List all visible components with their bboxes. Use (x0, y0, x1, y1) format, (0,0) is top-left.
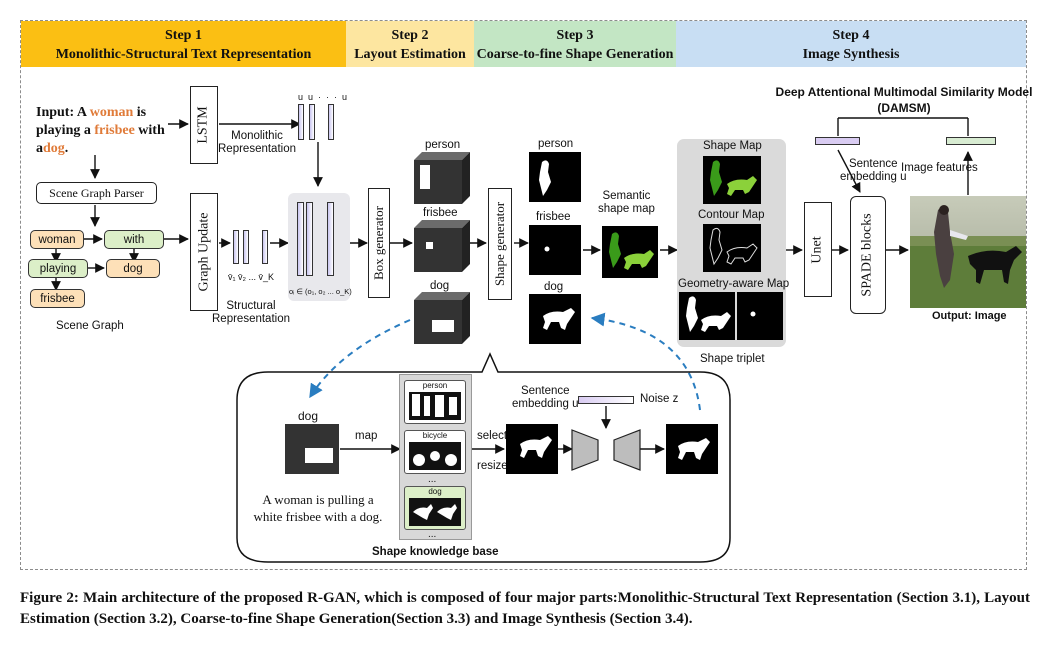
diagram-frame (20, 20, 1027, 570)
node-dog: dog (106, 259, 160, 278)
select-label: select (477, 430, 508, 442)
person-mask (529, 152, 581, 202)
struct-bar-1 (233, 230, 239, 264)
noise-label: Noise z (640, 393, 679, 405)
frisbee-box-cube (414, 220, 470, 272)
figure-caption: Figure 2: Main architecture of the propo… (20, 590, 1030, 627)
kb-sentence-embedding-label: Sentence embedding u (512, 385, 579, 410)
mono-bar-3 (328, 104, 334, 140)
output-image (910, 196, 1026, 308)
kb-card-person: person (404, 380, 466, 424)
geometry-map-frisbee (737, 292, 783, 340)
kb-sentence: A woman is pulling a white frisbee with … (253, 492, 383, 524)
word-dog: dog (43, 141, 65, 156)
shape-label-dog: dog (544, 281, 564, 293)
box-label-dog: dog (430, 280, 450, 292)
node-playing: playing (28, 259, 88, 278)
semantic-shape-map-label: Semantic shape map (598, 190, 655, 215)
node-with: with (104, 230, 164, 249)
kb-dog-label: dog (298, 409, 319, 423)
sentence-embedding-bar-top (815, 137, 860, 145)
kb-output-dog-mask (666, 424, 718, 474)
kb-card-bicycle: bicycle (404, 430, 466, 474)
spade-blocks: SPADE blocks (850, 196, 886, 314)
frisbee-mask (529, 225, 581, 275)
o-labels: oᵢ ∈ (o₁, o₂ ... o_K) (289, 287, 352, 296)
comb-bar-3 (327, 202, 334, 276)
shape-label-person: person (538, 138, 574, 150)
node-woman: woman (30, 230, 84, 249)
dog-box-cube (414, 292, 470, 344)
scene-graph-label: Scene Graph (56, 320, 124, 332)
box-label-person: person (425, 139, 461, 151)
person-box-cube (414, 152, 470, 204)
image-features-bar (946, 137, 996, 145)
kb-card-dog: dog (404, 486, 466, 530)
resize-label: resize (477, 460, 508, 472)
input-prefix: Input: (36, 105, 75, 120)
sentence-embedding-top-label: Sentence embedding u (840, 158, 907, 183)
semantic-shape-map (602, 226, 658, 278)
contour-map-image (703, 224, 761, 272)
v-labels: v̄₁ v̄₂ ... v̄_K (228, 272, 275, 282)
geometry-map-label: Geometry-aware Map (678, 278, 790, 290)
u-labels: uu···u (298, 92, 353, 102)
word-frisbee: frisbee (94, 123, 135, 138)
shape-label-frisbee: frisbee (536, 211, 571, 223)
dog-mask (529, 294, 581, 344)
input-sentence: Input: A woman is playing a frisbee with… (36, 105, 165, 156)
kb-dog-box (285, 424, 339, 474)
output-label: Output: Image (932, 310, 1007, 322)
image-features-label: Image features (901, 162, 978, 174)
shape-triplet-label: Shape triplet (700, 353, 765, 365)
struct-bar-3 (262, 230, 268, 264)
mono-bar-1 (298, 104, 304, 140)
comb-bar-1 (297, 202, 304, 276)
mono-bar-2 (309, 104, 315, 140)
contour-map-label: Contour Map (698, 209, 765, 221)
word-woman: woman (89, 105, 134, 120)
map-label: map (355, 430, 378, 442)
kb-selected-dog-mask (506, 424, 558, 474)
structural-label: Structural Representation (212, 300, 290, 325)
box-generator: Box generator (368, 188, 390, 298)
lstm-block: LSTM (190, 86, 218, 164)
damsm-label: Deep Attentional Multimodal Similarity M… (775, 85, 1033, 115)
comb-bar-2 (306, 202, 313, 276)
shape-generator: Shape generator (488, 188, 512, 300)
shape-map-image (703, 156, 761, 204)
shape-map-label: Shape Map (703, 140, 762, 152)
unet-block: Unet (804, 202, 832, 297)
node-frisbee: frisbee (30, 289, 85, 308)
box-label-frisbee: frisbee (423, 207, 458, 219)
kb-ellipsis-1: ... (428, 474, 437, 485)
kb-ellipsis-2: ... (428, 529, 437, 540)
monolithic-label: Monolithic Representation (218, 130, 296, 155)
struct-bar-2 (243, 230, 249, 264)
scene-graph-parser: Scene Graph Parser (36, 182, 157, 204)
shape-kb-label: Shape knowledge base (372, 546, 499, 558)
graph-update-block: Graph Update (190, 193, 218, 311)
kb-embedding-bar (578, 396, 634, 404)
geometry-map-person-dog (679, 292, 735, 340)
